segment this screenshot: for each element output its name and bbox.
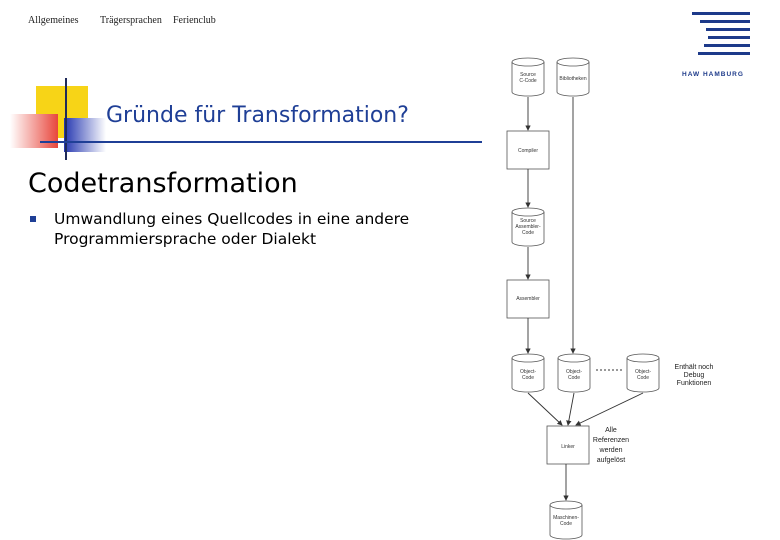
deco-blue-square — [64, 118, 106, 152]
assembler-box — [506, 279, 550, 319]
object-code-cylinder-1 — [511, 353, 545, 393]
deco-vertical-line — [65, 78, 67, 160]
source-c-code-cylinder — [511, 57, 545, 97]
object-code-cylinder-3 — [626, 353, 660, 393]
label-linker: Linker — [561, 444, 575, 450]
nav-ferienclub[interactable]: Ferienclub — [173, 15, 216, 26]
nav-traegersprachen[interactable]: Trägersprachen — [100, 15, 162, 26]
label-object-1: Object-Code — [520, 369, 536, 381]
section-heading: Codetransformation — [28, 168, 298, 199]
bullet-marker — [30, 216, 36, 222]
nav-allgemeines[interactable]: Allgemeines — [28, 15, 79, 26]
label-object-2: Object-Code — [566, 369, 582, 381]
label-assembler: Assembler — [516, 296, 540, 302]
label-compiler: Compiler — [518, 148, 538, 154]
libraries-cylinder — [556, 57, 590, 97]
bullet-text: Umwandlung eines Quellcodes in eine ande… — [54, 210, 410, 248]
title-rule — [40, 141, 482, 143]
object-code-cylinder-2 — [557, 353, 591, 393]
label-object-3: Object-Code — [635, 369, 651, 381]
source-assembler-cylinder — [511, 207, 545, 247]
label-libraries: Bibliotheken — [559, 76, 586, 82]
compiler-box — [506, 130, 550, 170]
slide-title: Gründe für Transformation? — [106, 103, 409, 128]
haw-logo — [686, 12, 750, 60]
logo-text: HAW HAMBURG — [682, 71, 744, 78]
linker-box — [546, 425, 590, 465]
machine-code-cylinder — [549, 500, 583, 540]
label-machine-code: Maschinen-Code — [553, 515, 579, 527]
